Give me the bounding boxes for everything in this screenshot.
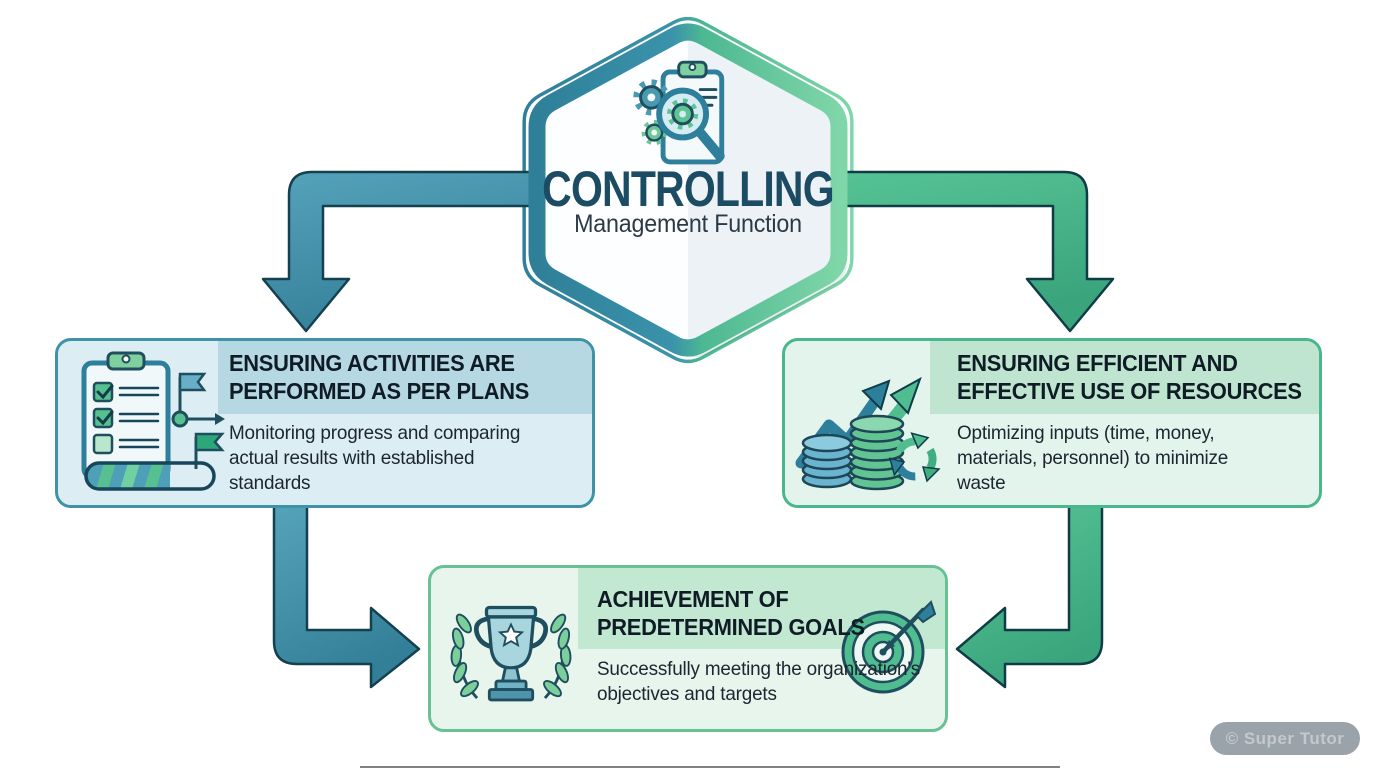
right-box-title-line2: EFFECTIVE USE OF RESOURCES [957,378,1302,404]
hexagon-outer-ring [522,16,854,364]
hexagon-subtitle: Management Function [574,210,802,238]
box-efficient-resources: ENSURING EFFICIENT AND EFFECTIVE USE OF … [782,338,1322,508]
bottom-box-title-line2: PREDETERMINED GOALS [597,614,865,640]
bottom-box-body: Successfully meeting the organization's … [597,658,921,705]
arrow-right-box-to-goal [955,504,1104,689]
trophy-laurel-icon [445,580,577,723]
right-box-title: ENSURING EFFICIENT AND EFFECTIVE USE OF … [957,349,1302,405]
hexagon-border [528,23,848,357]
bottom-edge-line [360,766,1060,768]
target-dart-icon [835,598,939,707]
box-ensuring-activities: ENSURING ACTIVITIES ARE PERFORMED AS PER… [55,338,595,508]
checklist-milestones-progress-icon [68,346,228,503]
watermark-badge: © Super Tutor [1210,722,1360,755]
right-box-title-band [930,341,1319,414]
box-achievement-goals: ACHIEVEMENT OF PREDETERMINED GOALS Succe… [428,565,948,732]
left-box-body: Monitoring progress and comparing actual… [229,422,521,494]
clipboard-magnifier-gears-icon [622,60,754,175]
left-box-title-line2: PERFORMED AS PER PLANS [229,378,530,404]
bottom-box-title: ACHIEVEMENT OF PREDETERMINED GOALS [597,585,865,641]
left-box-title-line1: ENSURING ACTIVITIES ARE [229,350,515,376]
left-box-title-band [218,341,592,414]
right-box-title-line1: ENSURING EFFICIENT AND [957,350,1238,376]
coins-growth-recycle-icon [793,346,943,503]
arrow-left-box-to-goal [272,504,421,689]
left-box-title: ENSURING ACTIVITIES ARE PERFORMED AS PER… [229,349,529,405]
hexagon-title: CONTROLLING [542,161,834,217]
bottom-box-title-line1: ACHIEVEMENT OF [597,586,789,612]
right-box-body: Optimizing inputs (time, money, material… [957,422,1229,494]
